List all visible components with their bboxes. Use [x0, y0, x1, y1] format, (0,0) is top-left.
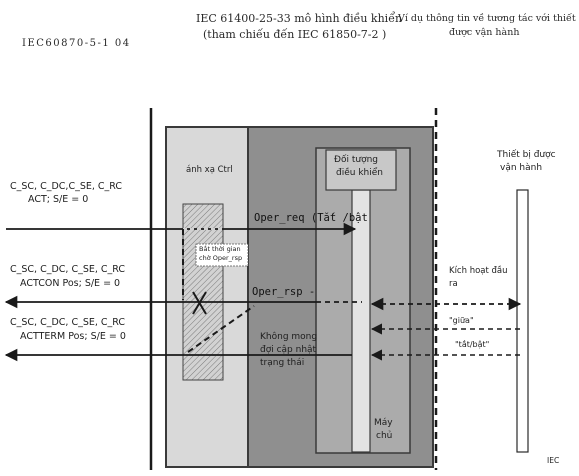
- actterm-msg-line1: C_SC, C_DC, C_SE, C_RC: [10, 317, 126, 328]
- no-wait-line3: trạng thái: [260, 358, 305, 368]
- no-wait-line2: đợi cập nhật: [260, 345, 317, 355]
- on-off-state-label: "tắt/bật": [455, 340, 490, 349]
- act-msg-line1: C_SC, C_DC,C_SE, C_RC: [10, 181, 123, 192]
- std-ref: IEC60870-5-1 04: [22, 38, 131, 49]
- server-line2: chủ: [376, 431, 393, 441]
- activate-output-line1: Kích hoạt đầu: [449, 266, 508, 276]
- timer-diagonal-dashed: [187, 305, 255, 353]
- no-wait-line1: Không mong: [260, 332, 318, 342]
- actterm-msg-line2: ACTTERM Pos; S/E = 0: [20, 331, 126, 342]
- timer-stop-diagonal-2: [192, 291, 207, 315]
- actcon-msg-line1: C_SC, C_DC, C_SE, C_RC: [10, 264, 126, 275]
- timer-label-box: [195, 243, 249, 267]
- oper-rsp-label: Oper_rsp -: [252, 286, 316, 298]
- header-right-line1: Ví dụ thông tin về tương tác với thiết b…: [398, 13, 579, 24]
- activate-output-line2: ra: [449, 279, 458, 289]
- timer-label-line1: Bắt thời gian: [199, 245, 241, 253]
- act-msg-line2: ACT; S/E = 0: [28, 194, 89, 205]
- middle-state-label: "giữa": [449, 316, 474, 325]
- control-object-box: [325, 149, 397, 191]
- oper-req-label: Oper_req (Tắt /bật: [254, 212, 368, 224]
- control-object-line2: điều khiển: [336, 168, 383, 178]
- header-middle-line1: IEC 61400-25-33 mô hình điều khiển: [196, 12, 403, 25]
- control-object-line1: Đối tượng: [334, 155, 378, 165]
- footer-iec: IEC: [547, 456, 560, 465]
- device-line2: vận hành: [500, 163, 543, 173]
- mapping-title: ánh xạ Ctrl: [186, 165, 233, 175]
- server-line1: Máy: [374, 418, 393, 428]
- timer-label-line2: chờ Oper_rsp: [199, 254, 243, 262]
- header-middle-line2: (tham chiếu đến IEC 61850-7-2 ): [203, 28, 387, 41]
- device-column: [516, 189, 529, 453]
- timer-bar: [182, 203, 224, 381]
- actcon-msg-line2: ACTCON Pos; S/E = 0: [20, 278, 121, 289]
- device-line1: Thiết bị được: [497, 150, 556, 160]
- header-right-line2: được vận hành: [449, 27, 520, 38]
